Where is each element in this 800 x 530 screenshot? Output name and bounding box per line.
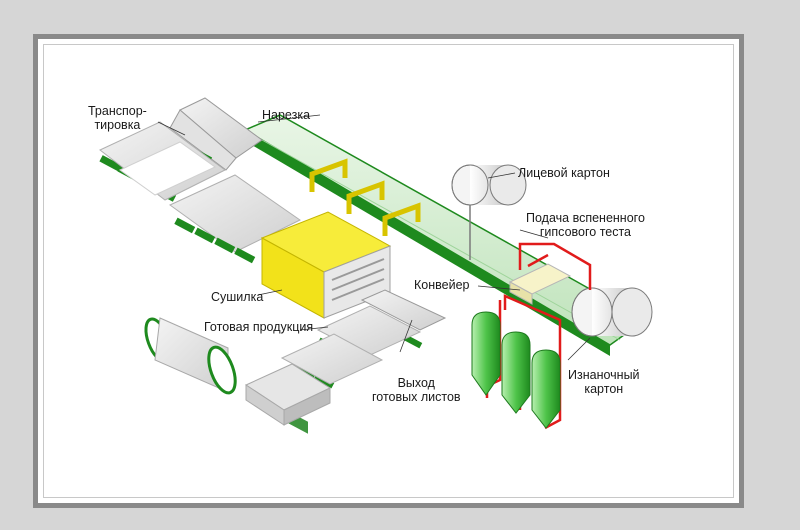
sheet-stack-top bbox=[99, 121, 226, 201]
label-transport-line2: тировка bbox=[94, 118, 141, 132]
finished-products bbox=[144, 317, 332, 426]
label-back-paper-line2: картон bbox=[584, 382, 624, 396]
label-foam-feed-line2: гипсового теста bbox=[539, 225, 632, 239]
label-foam-feed-line1: Подача вспененного bbox=[526, 211, 645, 225]
cutting-gantries bbox=[309, 158, 421, 236]
label-sheets-exit: Выход готовых листов bbox=[372, 376, 461, 404]
back-paper-roll bbox=[571, 287, 653, 337]
label-sheets-exit-line1: Выход bbox=[397, 376, 435, 390]
leader-lines bbox=[157, 114, 591, 361]
sheets-exit-ramp bbox=[280, 289, 447, 389]
label-cutting: Нарезка bbox=[262, 108, 311, 122]
dryer-unit bbox=[260, 211, 392, 434]
label-conveyor: Конвейер bbox=[414, 278, 470, 292]
face-paper-roll bbox=[451, 164, 527, 260]
label-back-paper-line1: Изнаночный bbox=[568, 368, 640, 382]
roller-bed-middle bbox=[169, 174, 301, 264]
label-transport-line1: Транспор- bbox=[88, 104, 147, 118]
mixer-box bbox=[508, 263, 572, 305]
label-foam-feed: Подача вспененного гипсового теста bbox=[526, 211, 645, 239]
label-finished-products: Готовая продукция bbox=[204, 320, 314, 334]
label-dryer: Сушилка bbox=[211, 290, 264, 304]
label-back-paper: Изнаночный картон bbox=[568, 368, 640, 396]
diagram-inner-border bbox=[43, 44, 734, 498]
label-face-paper: Лицевой картон bbox=[518, 166, 610, 180]
label-transport: Транспор- тировка bbox=[88, 104, 147, 132]
gypsum-silos bbox=[471, 311, 561, 429]
label-sheets-exit-line2: готовых листов bbox=[372, 390, 461, 404]
